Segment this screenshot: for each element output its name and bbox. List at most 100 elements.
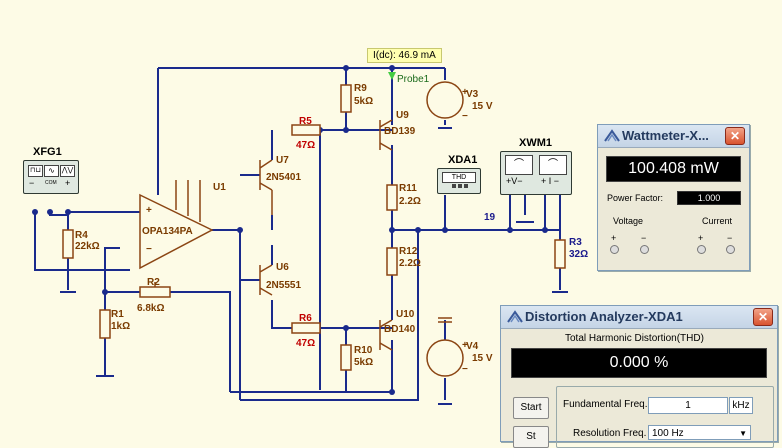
r12-ref: R12 xyxy=(399,246,418,257)
r3-ref: R3 xyxy=(569,237,582,248)
r11-value: 2.2Ω xyxy=(399,196,421,207)
transistors[interactable] xyxy=(259,119,393,351)
u6-part: 2N5551 xyxy=(266,280,302,291)
voltage-minus-terminal[interactable] xyxy=(640,245,649,254)
r4-ref: R4 xyxy=(75,230,88,241)
xda1-label: XDA1 xyxy=(448,154,478,166)
probe-readout: I(dc): 46.9 mA xyxy=(367,48,442,63)
wattmeter-titlebar[interactable]: Wattmeter-X... ✕ xyxy=(598,125,749,148)
r2-ref: R2 xyxy=(147,277,160,288)
thd-readout: 0.000 % xyxy=(511,348,767,378)
wattmeter-title: Wattmeter-X... xyxy=(622,128,709,143)
voltmeter-dial-icon: ⌒ xyxy=(505,155,533,175)
v4-ref: V4 xyxy=(466,341,479,352)
xda1-port-2 xyxy=(458,184,462,188)
r9-value: 5kΩ xyxy=(354,96,374,107)
power-factor-label: Power Factor: xyxy=(607,193,664,203)
u10-ref: U10 xyxy=(396,309,415,320)
u9-ref: U9 xyxy=(396,110,409,121)
ammeter-dial-icon: ⌒ xyxy=(539,155,567,175)
r2-value: 6.8kΩ xyxy=(137,303,165,314)
distortion-analyzer-window[interactable]: Distortion Analyzer-XDA1 ✕ Total Harmoni… xyxy=(500,305,778,448)
r1-value: 1kΩ xyxy=(111,321,131,332)
thd-label: Total Harmonic Distortion(THD) xyxy=(565,333,704,344)
u7-ref: U7 xyxy=(276,155,289,166)
v3-value: 15 V xyxy=(472,101,493,112)
current-minus-terminal[interactable] xyxy=(726,245,735,254)
chevron-down-icon[interactable]: ▼ xyxy=(739,429,747,438)
u1-minus: − xyxy=(146,244,152,255)
resolution-freq-value: 100 Hz xyxy=(652,428,684,439)
stop-button[interactable]: St xyxy=(513,426,549,448)
sine-wave-icon: ∿ xyxy=(44,165,59,177)
u1-ref: U1 xyxy=(213,182,226,193)
probe-label: Probe1 xyxy=(397,74,430,85)
dc-sources[interactable] xyxy=(426,81,464,377)
wattmeter-window-icon xyxy=(604,129,620,142)
u1-plus: + xyxy=(146,205,152,216)
current-minus-label: − xyxy=(727,233,733,243)
v3-minus: − xyxy=(462,111,468,122)
v4-plus: + xyxy=(462,340,468,351)
wattmeter-window[interactable]: Wattmeter-X... ✕ 100.408 mW Power Factor… xyxy=(597,124,750,271)
distortion-analyzer-icon[interactable]: THD xyxy=(437,168,481,194)
distortion-window-icon xyxy=(507,310,523,323)
xwm1-label: XWM1 xyxy=(519,137,552,149)
v3-ref: V3 xyxy=(466,89,479,100)
wires xyxy=(34,67,561,401)
r6-value: 47Ω xyxy=(296,338,316,349)
schematic-canvas[interactable] xyxy=(0,0,782,435)
current-plus-terminal[interactable] xyxy=(697,245,706,254)
voltage-plus-terminal[interactable] xyxy=(610,245,619,254)
distortion-title: Distortion Analyzer-XDA1 xyxy=(525,309,683,324)
voltage-minus-label: − xyxy=(641,233,647,243)
square-wave-icon: ⊓⊔ xyxy=(28,165,43,177)
u7-part: 2N5401 xyxy=(266,172,302,183)
resistors[interactable] xyxy=(62,84,566,371)
xfg1-label: XFG1 xyxy=(33,146,62,158)
r10-ref: R10 xyxy=(354,345,373,356)
r10-value: 5kΩ xyxy=(354,357,374,368)
xwm1-v-label: +V− xyxy=(506,176,523,186)
xda1-display: THD xyxy=(442,172,476,183)
resolution-freq-label: Resolution Freq. xyxy=(573,428,647,439)
fundamental-freq-input[interactable]: 1 xyxy=(648,397,728,414)
u1-part: OPA134PA xyxy=(142,226,193,237)
r9-ref: R9 xyxy=(354,83,367,94)
v4-value: 15 V xyxy=(472,353,493,364)
xda1-port-1 xyxy=(452,184,456,188)
wattmeter-reading: 100.408 mW xyxy=(606,156,741,182)
fundamental-freq-label: Fundamental Freq. xyxy=(563,399,648,410)
xda1-port-3 xyxy=(464,184,468,188)
r3-value: 32Ω xyxy=(569,249,589,260)
r11-ref: R11 xyxy=(399,183,417,194)
voltage-label: Voltage xyxy=(613,216,644,226)
xwm1-i-label: + I − xyxy=(541,176,560,186)
opamp-symbol[interactable] xyxy=(139,180,214,270)
u9-part: BD139 xyxy=(384,126,416,137)
current-label: Current xyxy=(702,216,733,226)
r6-ref: R6 xyxy=(299,313,312,324)
r5-value: 47Ω xyxy=(296,140,316,151)
probe-marker xyxy=(388,72,396,80)
resolution-freq-select[interactable]: 100 Hz ▼ xyxy=(648,425,751,440)
wattmeter-close-button[interactable]: ✕ xyxy=(725,127,745,145)
settings-group: Fundamental Freq. 1 kHz Resolution Freq.… xyxy=(556,386,774,448)
grounds xyxy=(60,127,568,405)
voltage-plus-label: + xyxy=(611,233,617,243)
current-plus-label: + xyxy=(698,233,704,243)
fundamental-freq-unit[interactable]: kHz xyxy=(729,397,753,414)
v4-minus: − xyxy=(462,364,468,375)
function-generator-icon[interactable]: ⊓⊔ ∿ ⋀⋁ − COM + xyxy=(23,160,79,194)
distortion-titlebar[interactable]: Distortion Analyzer-XDA1 ✕ xyxy=(501,306,777,329)
wattmeter-icon[interactable]: ⌒ ⌒ +V− + I − xyxy=(500,151,572,195)
u6-ref: U6 xyxy=(276,262,289,273)
power-factor-value: 1.000 xyxy=(677,191,741,205)
u10-part: BD140 xyxy=(384,324,416,335)
r4-value: 22kΩ xyxy=(75,241,100,252)
r1-ref: R1 xyxy=(111,309,124,320)
start-button[interactable]: Start xyxy=(513,397,549,419)
distortion-close-button[interactable]: ✕ xyxy=(753,308,773,326)
xfg1-plus: + xyxy=(65,178,71,188)
v3-plus: + xyxy=(462,87,468,98)
